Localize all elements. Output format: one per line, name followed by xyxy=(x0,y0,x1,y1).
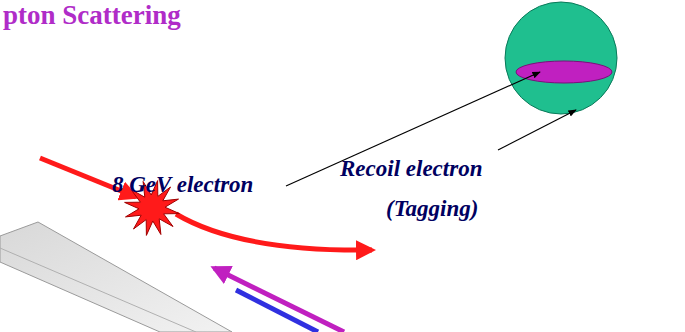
recoil-electron-arrow xyxy=(176,214,372,250)
laser-beam xyxy=(236,290,318,332)
diagram-title: pton Scattering xyxy=(3,0,181,31)
tagging-band xyxy=(516,61,612,83)
beam-label: 8 GeV electron xyxy=(112,172,253,198)
beam-pipe-edge xyxy=(0,248,196,332)
detector-sphere xyxy=(505,2,617,114)
beam-pipe xyxy=(0,222,232,332)
tagging-label: (Tagging) xyxy=(386,196,478,222)
leader-line xyxy=(286,72,540,186)
recoil-label: Recoil electron xyxy=(340,156,482,182)
leader-line xyxy=(498,110,576,150)
photon-arrow xyxy=(214,268,344,332)
